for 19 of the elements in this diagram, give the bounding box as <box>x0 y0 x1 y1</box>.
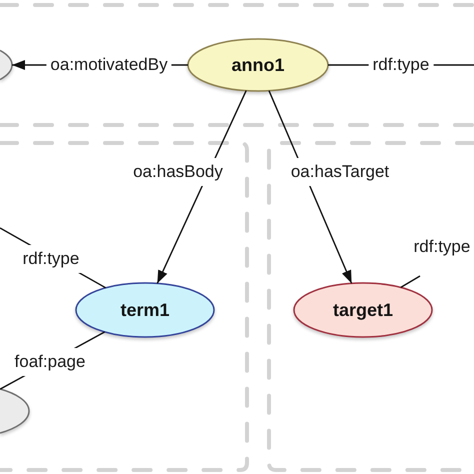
dashed-region <box>0 3 474 127</box>
ellipse-node <box>75 282 215 338</box>
edge-label: rdf:type <box>372 55 430 75</box>
node-label: anno1 <box>231 54 284 76</box>
ellipse-node <box>293 282 433 338</box>
dashed-region <box>0 141 250 473</box>
dashed-region <box>267 141 474 473</box>
ellipse-node <box>0 49 13 81</box>
node-label: target1 <box>332 300 394 320</box>
ellipse-node <box>187 38 329 92</box>
edge-label: oa:hasBody <box>133 162 223 182</box>
ellipse-node <box>0 387 30 435</box>
node-label: term1 <box>120 300 170 320</box>
edge-label: rdf:type <box>22 249 80 269</box>
edge-label: rdf:type <box>414 237 470 257</box>
edge-label: oa:motivatedBy <box>50 55 168 75</box>
connector-line <box>400 275 420 288</box>
edge-label: foaf:page <box>14 352 86 372</box>
edge-label: oa:hasTarget <box>290 162 390 182</box>
